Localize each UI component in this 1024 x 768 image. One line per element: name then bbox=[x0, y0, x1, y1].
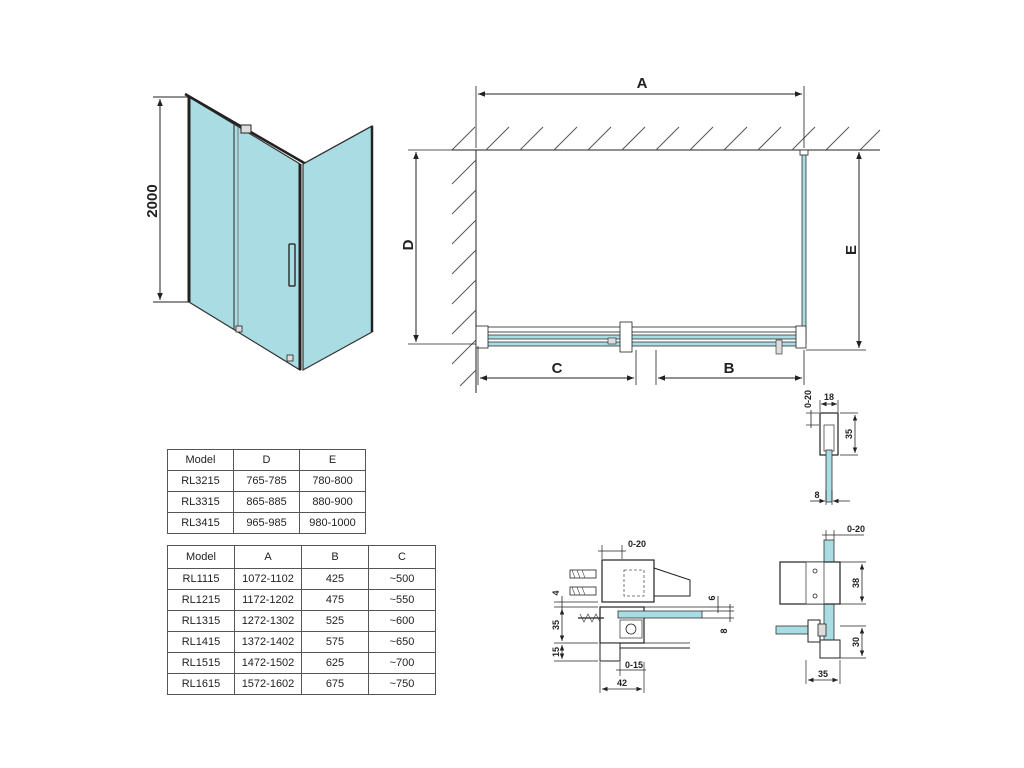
table-cell: RL1115 bbox=[167, 568, 235, 590]
svg-text:0-20: 0-20 bbox=[847, 524, 865, 534]
plan-side-panel bbox=[801, 151, 807, 345]
dimension-e-label: E bbox=[843, 245, 860, 255]
table-cell: 1172-1202 bbox=[234, 589, 302, 611]
table-row: RL3315 865-885 880-900 bbox=[167, 491, 366, 513]
table-cell: ~750 bbox=[368, 673, 436, 695]
svg-text:8: 8 bbox=[814, 490, 819, 500]
header-cell: A bbox=[234, 545, 302, 569]
model-de-table: Model D E RL3215 765-785 780-800 RL3315 … bbox=[167, 449, 366, 534]
table-cell: 1472-1502 bbox=[234, 652, 302, 674]
dimension-a-label: A bbox=[637, 75, 648, 92]
svg-text:35: 35 bbox=[844, 429, 854, 439]
table-row: RL1315 1272-1302 525 ~600 bbox=[167, 610, 436, 632]
header-cell: C bbox=[368, 545, 436, 569]
table-cell: RL3315 bbox=[167, 491, 234, 513]
plan-door-rail bbox=[475, 321, 807, 355]
height-label: 2000 bbox=[144, 184, 161, 217]
table-cell: 1272-1302 bbox=[234, 610, 302, 632]
dimension-c-label: C bbox=[552, 360, 563, 377]
corner-detail: 0-20 38 30 35 bbox=[775, 524, 866, 684]
table-cell: 965-985 bbox=[233, 512, 300, 534]
model-abc-table: Model A B C RL1115 1072-1102 425 ~500 RL… bbox=[167, 545, 436, 695]
table-header-row: Model A B C bbox=[167, 545, 436, 569]
table-cell: ~700 bbox=[368, 652, 436, 674]
svg-text:0-20: 0-20 bbox=[628, 539, 646, 549]
profile-glass bbox=[825, 449, 833, 503]
header-cell: D bbox=[233, 449, 300, 471]
header-cell: Model bbox=[167, 449, 234, 471]
svg-text:35: 35 bbox=[818, 669, 828, 679]
side-glass-panel bbox=[302, 124, 373, 372]
svg-text:35: 35 bbox=[551, 620, 561, 630]
svg-text:42: 42 bbox=[617, 678, 627, 688]
table-row: RL1415 1372-1402 575 ~650 bbox=[167, 631, 436, 653]
table-cell: RL1415 bbox=[167, 631, 235, 653]
table-row: RL1215 1172-1202 475 ~550 bbox=[167, 589, 436, 611]
table-row: RL1615 1572-1602 675 ~750 bbox=[167, 673, 436, 695]
table-row: RL1115 1072-1102 425 ~500 bbox=[167, 568, 436, 590]
header-cell: Model bbox=[167, 545, 235, 569]
wall-profile bbox=[819, 412, 839, 456]
table-cell: 980-1000 bbox=[299, 512, 366, 534]
table-cell: ~600 bbox=[368, 610, 436, 632]
svg-text:15: 15 bbox=[551, 647, 561, 657]
table-row: RL1515 1472-1502 625 ~700 bbox=[167, 652, 436, 674]
table-cell: 780-800 bbox=[299, 470, 366, 492]
svg-text:6: 6 bbox=[707, 595, 717, 600]
table-cell: ~650 bbox=[368, 631, 436, 653]
table-cell: ~550 bbox=[368, 589, 436, 611]
table-cell: RL1515 bbox=[167, 652, 235, 674]
header-cell: B bbox=[301, 545, 369, 569]
table-cell: 880-900 bbox=[299, 491, 366, 513]
table-cell: 475 bbox=[301, 589, 369, 611]
svg-text:18: 18 bbox=[824, 392, 834, 402]
table-cell: ~500 bbox=[368, 568, 436, 590]
table-cell: RL1615 bbox=[167, 673, 235, 695]
table-cell: 625 bbox=[301, 652, 369, 674]
table-cell: RL3415 bbox=[167, 512, 234, 534]
table-cell: 675 bbox=[301, 673, 369, 695]
table-cell: 865-885 bbox=[233, 491, 300, 513]
front-glass-panel bbox=[188, 95, 301, 372]
table-header-row: Model D E bbox=[167, 449, 366, 471]
table-cell: 525 bbox=[301, 610, 369, 632]
svg-text:8: 8 bbox=[719, 628, 729, 633]
table-cell: 425 bbox=[301, 568, 369, 590]
svg-text:38: 38 bbox=[851, 578, 861, 588]
table-cell: RL1215 bbox=[167, 589, 235, 611]
svg-text:4: 4 bbox=[551, 590, 561, 595]
dimension-b-label: B bbox=[724, 360, 735, 377]
table-row: RL3415 965-985 980-1000 bbox=[167, 512, 366, 534]
table-cell: 1372-1402 bbox=[234, 631, 302, 653]
table-cell: 765-785 bbox=[233, 470, 300, 492]
svg-text:0-20: 0-20 bbox=[803, 390, 813, 408]
plan-view: A D E C B bbox=[400, 75, 881, 393]
svg-text:30: 30 bbox=[851, 637, 861, 647]
table-cell: 1072-1102 bbox=[234, 568, 302, 590]
dimension-d-label: D bbox=[400, 239, 417, 250]
table-cell: RL1315 bbox=[167, 610, 235, 632]
table-cell: 575 bbox=[301, 631, 369, 653]
wall-profile-detail: 18 0-20 35 8 bbox=[803, 390, 858, 505]
header-cell: E bbox=[299, 449, 366, 471]
rail-section-detail: 0-20 4 35 15 6 8 0-15 bbox=[551, 539, 734, 693]
rail-glass bbox=[617, 610, 703, 619]
perspective-view: 2000 bbox=[144, 92, 374, 372]
svg-text:0-15: 0-15 bbox=[625, 660, 643, 670]
table-cell: 1572-1602 bbox=[234, 673, 302, 695]
door-handle bbox=[288, 243, 296, 287]
table-row: RL3215 765-785 780-800 bbox=[167, 470, 366, 492]
table-cell: RL3215 bbox=[167, 470, 234, 492]
